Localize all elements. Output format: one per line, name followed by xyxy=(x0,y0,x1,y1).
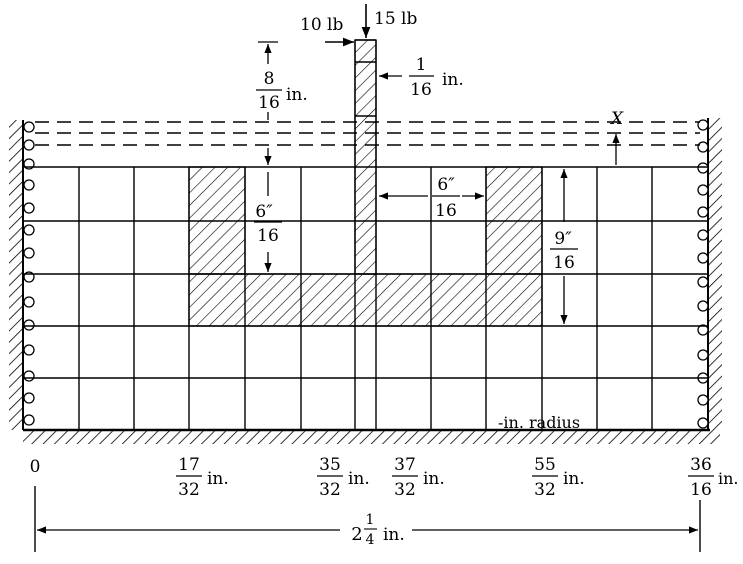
svg-text:in.: in. xyxy=(423,469,445,489)
svg-text:in.: in. xyxy=(718,469,739,488)
svg-text:16: 16 xyxy=(690,480,712,500)
svg-text:in.: in. xyxy=(207,469,229,489)
svg-text:32: 32 xyxy=(319,480,341,500)
depth-denominator: 16 xyxy=(553,253,575,273)
gap-width-denominator: 16 xyxy=(435,201,457,221)
horizontal-load-label: 10 lb xyxy=(300,15,343,35)
water-level-label: X xyxy=(609,109,624,129)
right-wall-hatch xyxy=(708,118,722,430)
span-label: 2 1 4 in. xyxy=(351,512,405,548)
svg-text:32: 32 xyxy=(534,480,556,500)
axis-tick-label-5: 36 16 in. xyxy=(688,455,739,500)
axis-tick-label-1: 17 32 in. xyxy=(176,455,229,500)
svg-text:1: 1 xyxy=(366,512,375,528)
post-width-unit: in. xyxy=(442,70,464,90)
floor-hatch xyxy=(23,430,720,444)
mesh-grid xyxy=(23,39,708,430)
svg-text:17: 17 xyxy=(178,455,200,475)
hatched-elements xyxy=(188,39,543,327)
svg-text:in.: in. xyxy=(348,469,370,489)
gap-width-numerator: 6″ xyxy=(437,175,455,195)
post-height-unit: in. xyxy=(286,85,308,105)
post-width-denominator: 16 xyxy=(410,80,432,100)
axis-tick-label-4: 55 32 in. xyxy=(532,455,585,500)
svg-text:32: 32 xyxy=(178,480,200,500)
axis-tick-label-3: 37 32 in. xyxy=(392,455,445,500)
radius-note: -in. radius xyxy=(498,413,580,432)
axis-tick-label-2: 35 32 in. xyxy=(317,455,370,500)
svg-text:32: 32 xyxy=(394,480,416,500)
axis-origin-label: 0 xyxy=(30,457,41,477)
svg-text:in.: in. xyxy=(563,469,585,489)
right-rollers xyxy=(697,119,709,429)
post-height-denominator: 16 xyxy=(258,93,280,113)
depth-numerator: 9″ xyxy=(554,229,572,249)
svg-text:55: 55 xyxy=(534,455,556,475)
svg-text:35: 35 xyxy=(319,455,341,475)
svg-text:37: 37 xyxy=(394,455,416,475)
post-height-numerator: 8 xyxy=(264,69,275,89)
vertical-load-label: 15 lb xyxy=(374,9,417,29)
svg-text:2: 2 xyxy=(351,524,362,545)
block-height-denominator: 16 xyxy=(257,226,279,246)
post-width-numerator: 1 xyxy=(416,55,427,75)
block-height-numerator: 6″ xyxy=(255,202,273,222)
left-wall-hatch xyxy=(9,120,23,430)
svg-text:36: 36 xyxy=(690,455,712,475)
svg-text:4: 4 xyxy=(366,532,375,548)
svg-text:in.: in. xyxy=(383,525,405,545)
